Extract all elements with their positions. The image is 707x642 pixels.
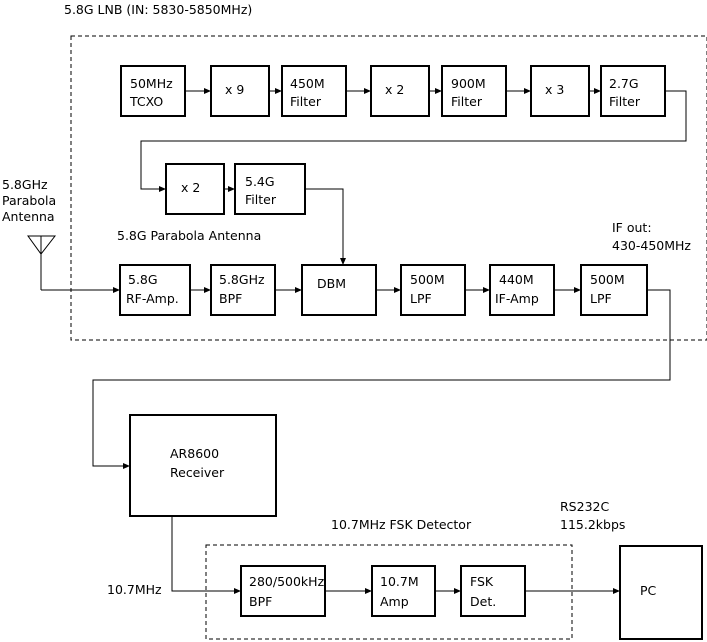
svg-text:Receiver: Receiver	[170, 465, 225, 480]
svg-text:LPF: LPF	[410, 291, 432, 306]
svg-text:RF-Amp.: RF-Amp.	[126, 291, 179, 306]
svg-text:TCXO: TCXO	[129, 94, 163, 109]
svg-text:AR8600: AR8600	[170, 446, 219, 461]
svg-text:10.7M: 10.7M	[380, 574, 419, 589]
svg-text:2.7G: 2.7G	[609, 76, 639, 91]
svg-text:500M: 500M	[410, 272, 445, 287]
lnb-enclosure	[70, 35, 707, 341]
svg-text:Det.: Det.	[470, 594, 496, 609]
svg-text:BPF: BPF	[249, 594, 272, 609]
svg-text:PC: PC	[640, 583, 657, 598]
svg-text:5.4G: 5.4G	[245, 174, 275, 189]
svg-text:50MHz: 50MHz	[130, 76, 173, 91]
svg-text:Filter: Filter	[290, 94, 322, 109]
svg-text:500M: 500M	[590, 272, 625, 287]
block-x9: x 9	[210, 65, 270, 117]
svg-text:440M: 440M	[499, 272, 534, 287]
block-tcxo: 50MHz TCXO	[120, 65, 186, 117]
if-out-label-line1: IF out:	[612, 220, 652, 235]
fsk-enclosure	[205, 544, 573, 640]
block-5-4g-filter: 5.4G Filter	[234, 163, 306, 215]
block-2-7g-filter: 2.7G Filter	[600, 65, 666, 117]
antenna-icon	[27, 235, 57, 290]
svg-text:5.8GHz: 5.8GHz	[219, 272, 265, 287]
svg-text:FSK: FSK	[470, 574, 494, 589]
svg-text:LPF: LPF	[590, 291, 612, 306]
svg-text:900M: 900M	[451, 76, 486, 91]
svg-text:x 3: x 3	[545, 82, 564, 97]
block-280-500khz-bpf: 280/500kHz BPF	[240, 565, 326, 617]
block-500m-lpf-second: 500M LPF	[580, 264, 648, 316]
fsk-detector-title: 10.7MHz FSK Detector	[331, 517, 472, 532]
svg-text:Filter: Filter	[245, 192, 277, 207]
svg-text:5.8G: 5.8G	[128, 272, 158, 287]
block-dbm: DBM	[301, 264, 377, 316]
svg-text:450M: 450M	[290, 76, 325, 91]
block-5-8ghz-bpf: 5.8GHz BPF	[210, 264, 276, 316]
block-900m-filter: 900M Filter	[441, 65, 507, 117]
lnb-title: 5.8G LNB (IN: 5830-5850MHz)	[64, 2, 252, 17]
antenna-label-line3: Antenna	[2, 209, 55, 224]
svg-text:x 2: x 2	[385, 82, 404, 97]
block-x3: x 3	[530, 65, 590, 117]
svg-text:DBM: DBM	[317, 276, 346, 291]
svg-text:280/500kHz: 280/500kHz	[249, 574, 325, 589]
svg-text:IF-Amp: IF-Amp	[495, 291, 539, 306]
rs232-label-line2: 115.2kbps	[560, 517, 625, 532]
antenna-label-line2: Parabola	[2, 193, 56, 208]
block-450m-filter: 450M Filter	[281, 65, 347, 117]
rs232-label-line1: RS232C	[560, 499, 609, 514]
svg-text:x 9: x 9	[225, 82, 244, 97]
block-10-7m-amp: 10.7M Amp	[371, 565, 436, 617]
block-fsk-det: FSK Det.	[460, 565, 526, 617]
block-rf-amp: 5.8G RF-Amp.	[119, 264, 191, 316]
signal-wires	[41, 88, 687, 594]
block-500m-lpf-first: 500M LPF	[400, 264, 466, 316]
antenna-label-line1: 5.8GHz	[2, 177, 48, 192]
block-pc: PC	[619, 545, 703, 640]
block-ar8600-receiver: AR8600 Receiver	[129, 414, 277, 517]
block-x2-second: x 2	[165, 163, 225, 215]
block-x2-first: x 2	[370, 65, 430, 117]
svg-text:Filter: Filter	[451, 94, 483, 109]
svg-text:Filter: Filter	[609, 94, 641, 109]
svg-text:BPF: BPF	[219, 291, 242, 306]
if-out-label-line2: 430-450MHz	[612, 238, 691, 253]
antenna-caption: 5.8G Parabola Antenna	[117, 228, 261, 243]
svg-text:x 2: x 2	[181, 180, 200, 195]
block-440m-if-amp: 440M IF-Amp	[489, 264, 555, 316]
freq-10-7mhz-label: 10.7MHz	[107, 582, 162, 597]
svg-text:Amp: Amp	[380, 594, 409, 609]
